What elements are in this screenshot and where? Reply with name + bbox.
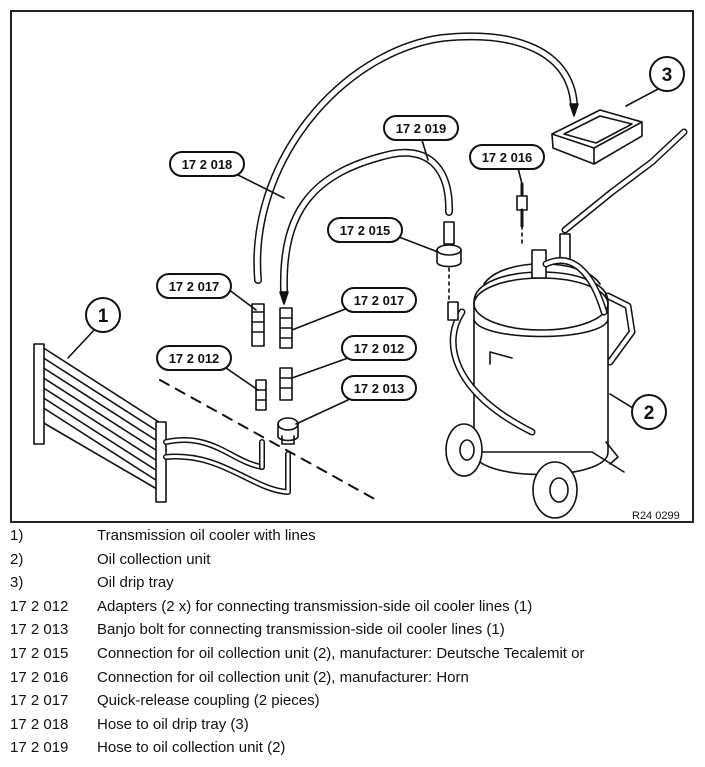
tag-17-2-016: 17 2 016 (469, 144, 545, 170)
svg-text:17 2 016: 17 2 016 (482, 150, 533, 165)
reference-code: R24 0299 (632, 510, 680, 522)
legend-key: 2) (10, 550, 24, 568)
parts-illustration: 1 2 3 17 2 018 17 2 019 17 2 016 17 2 01… (10, 10, 694, 523)
svg-text:1: 1 (98, 306, 109, 327)
svg-text:3: 3 (662, 65, 673, 86)
svg-text:17 2 013: 17 2 013 (354, 381, 405, 396)
legend-row: 17 2 013 Banjo bolt for connecting trans… (10, 618, 700, 642)
svg-text:17 2 015: 17 2 015 (340, 223, 391, 238)
svg-text:17 2 012: 17 2 012 (169, 351, 220, 366)
callout-2: 2 (631, 394, 667, 430)
transmission-oil-cooler (33, 343, 291, 503)
legend-description: Hose to oil collection unit (2) (97, 739, 286, 757)
legend-key: 3) (10, 574, 24, 592)
svg-text:17 2 018: 17 2 018 (182, 157, 233, 172)
legend-row: 17 2 012 Adapters (2 x) for connecting t… (10, 595, 700, 619)
legend-key: 17 2 017 (10, 692, 69, 710)
hose-to-drip-tray (253, 32, 579, 284)
callout-3: 3 (649, 56, 685, 92)
legend-description: Transmission oil cooler with lines (97, 527, 316, 544)
banjo-bolt (277, 417, 299, 445)
legend-description: Banjo bolt for connecting transmission-s… (97, 621, 505, 639)
tag-17-2-017-left: 17 2 017 (156, 273, 232, 299)
legend-description: Oil collection unit (97, 550, 211, 568)
legend-row: 2) Oil collection unit (10, 548, 700, 572)
connector-17-2-015 (436, 221, 462, 303)
legend-key: 17 2 012 (10, 597, 69, 615)
tag-17-2-017-right: 17 2 017 (341, 287, 417, 313)
legend-description: Quick-release coupling (2 pieces) (97, 692, 320, 710)
legend-row: 17 2 018 Hose to oil drip tray (3) (10, 713, 700, 737)
legend-row: 1) Transmission oil cooler with lines (10, 524, 700, 548)
connector-17-2-016 (516, 182, 528, 247)
svg-text:17 2 017: 17 2 017 (354, 293, 405, 308)
legend-key: 1) (10, 527, 24, 544)
callout-1: 1 (85, 297, 121, 333)
legend-key: 17 2 013 (10, 621, 69, 639)
tag-17-2-018: 17 2 018 (169, 151, 245, 177)
oil-drip-tray (551, 109, 643, 165)
tag-17-2-019: 17 2 019 (383, 115, 459, 141)
svg-text:17 2 019: 17 2 019 (396, 121, 447, 136)
legend-description: Oil drip tray (97, 574, 174, 592)
legend-key: 17 2 016 (10, 668, 69, 686)
svg-text:17 2 012: 17 2 012 (354, 341, 405, 356)
legend-row: 17 2 015 Connection for oil collection u… (10, 642, 700, 666)
legend-description: Hose to oil drip tray (3) (97, 715, 249, 733)
legend-row: 17 2 016 Connection for oil collection u… (10, 666, 700, 690)
quick-coupling-right (279, 307, 293, 349)
legend: 1) Transmission oil cooler with lines 2)… (10, 524, 700, 760)
legend-row: 3) Oil drip tray (10, 571, 700, 595)
legend-row: 17 2 019 Hose to oil collection unit (2) (10, 736, 700, 760)
tag-17-2-012-right: 17 2 012 (341, 335, 417, 361)
hose-to-collection-unit (279, 148, 454, 305)
tag-17-2-012-left: 17 2 012 (156, 345, 232, 371)
legend-key: 17 2 018 (10, 715, 69, 733)
legend-row: 17 2 017 Quick-release coupling (2 piece… (10, 689, 700, 713)
legend-description: Connection for oil collection unit (2), … (97, 668, 469, 686)
legend-key: 17 2 019 (10, 739, 69, 757)
svg-text:2: 2 (644, 403, 655, 424)
quick-coupling-left (251, 303, 265, 347)
svg-text:17 2 017: 17 2 017 (169, 279, 220, 294)
legend-description: Adapters (2 x) for connecting transmissi… (97, 597, 533, 615)
legend-description: Connection for oil collection unit (2), … (97, 644, 585, 662)
tag-17-2-015: 17 2 015 (327, 217, 403, 243)
adapter-left (255, 379, 267, 411)
oil-collection-unit (445, 128, 688, 519)
legend-key: 17 2 015 (10, 644, 69, 662)
dash-line (159, 379, 381, 503)
adapter-right (279, 367, 293, 401)
tag-17-2-013: 17 2 013 (341, 375, 417, 401)
